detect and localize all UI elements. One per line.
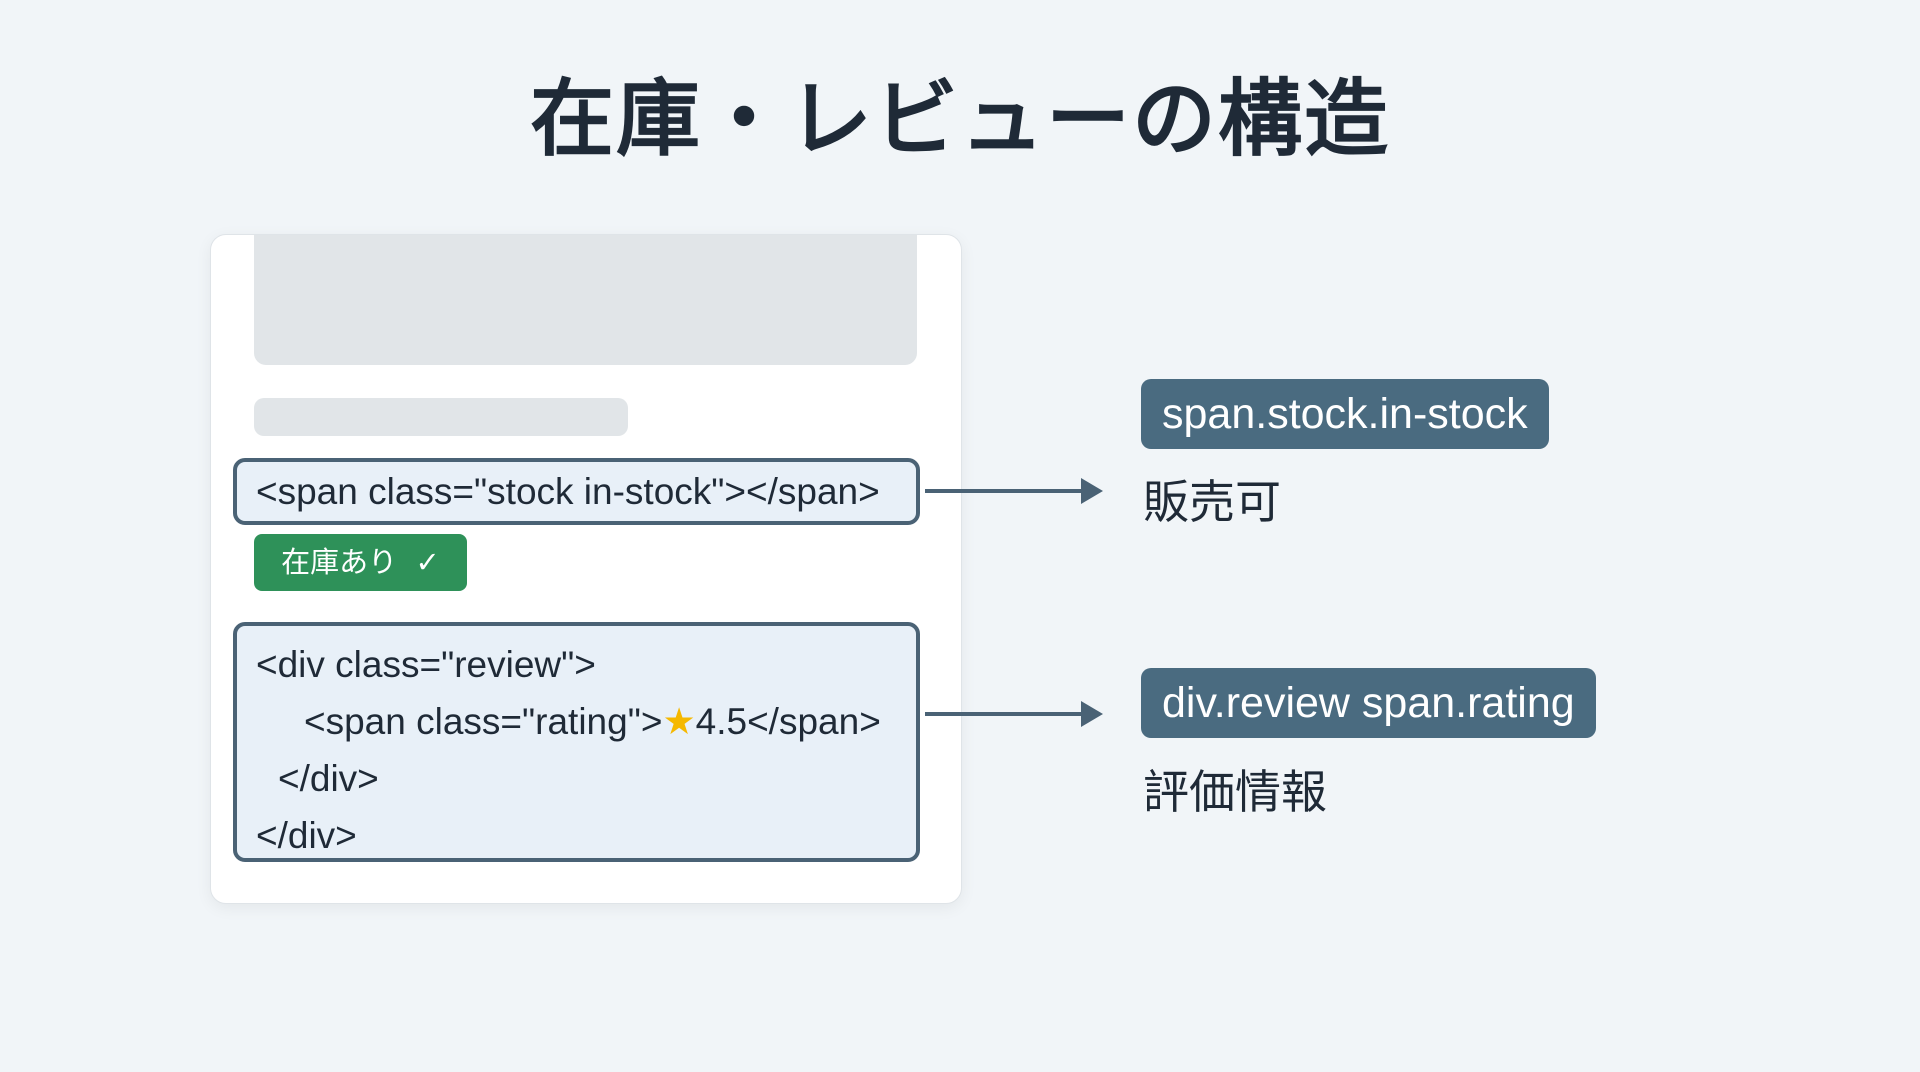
selector-label-stock: span.stock.in-stock <box>1141 379 1549 449</box>
code-line: <div class="review"> <box>256 644 596 685</box>
code-text: <span class="rating"> <box>304 701 663 742</box>
description-review: 評価情報 <box>1143 765 1327 819</box>
code-text: 4.5</span> <box>695 701 881 742</box>
arrow-icon <box>925 478 1103 504</box>
stock-code-box: <span class="stock in-stock"></span> <box>233 458 920 525</box>
review-code-box: <div class="review"> <span class="rating… <box>233 622 920 862</box>
check-icon: ✓ <box>406 545 440 579</box>
page-title: 在庫・レビューの構造 <box>529 70 1390 168</box>
image-placeholder <box>254 235 917 365</box>
code-line: </div> <box>278 758 379 799</box>
star-icon: ★ <box>662 701 696 742</box>
text-placeholder <box>254 398 628 436</box>
code-line: <span class="rating">★4.5</span> <box>237 693 916 750</box>
product-card-mockup: <span class="stock in-stock"></span> 在庫あ… <box>210 234 962 904</box>
in-stock-badge: 在庫あり ✓ <box>254 534 467 591</box>
description-stock: 販売可 <box>1143 475 1281 529</box>
badge-label: 在庫あり <box>281 545 398 579</box>
arrow-icon <box>925 701 1103 727</box>
selector-label-review: div.review span.rating <box>1141 668 1596 738</box>
code-line: </div> <box>256 815 357 856</box>
